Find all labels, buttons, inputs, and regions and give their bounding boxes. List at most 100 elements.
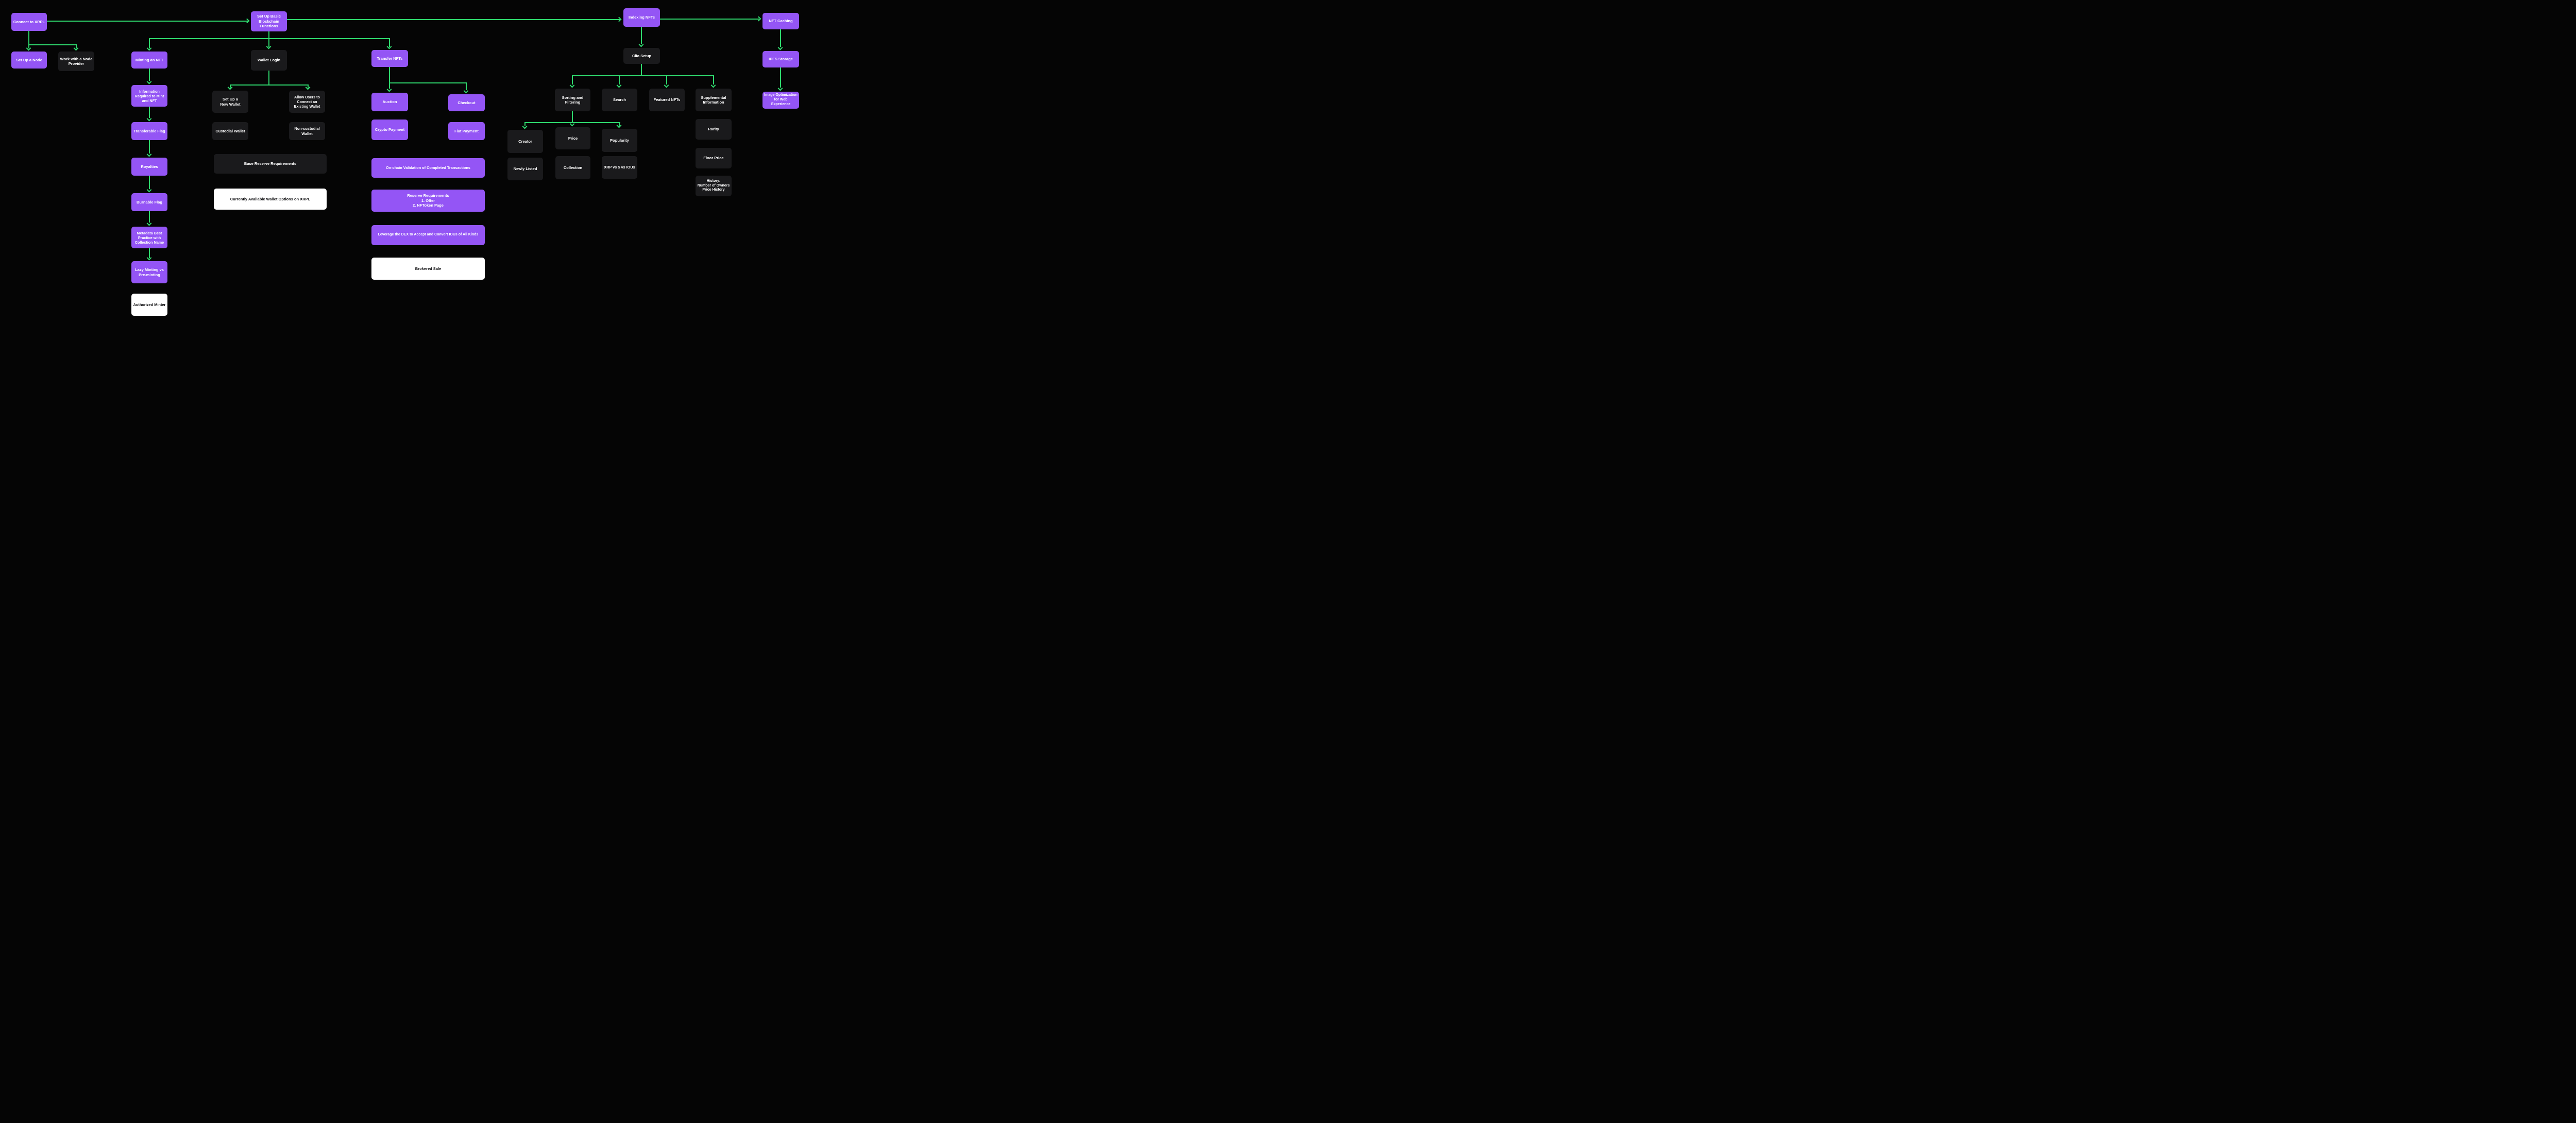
node-minting-an-nft: Minting an NFT [131,52,167,69]
connector-line [389,67,390,83]
node-indexing-nfts: Indexing NFTs [623,8,660,27]
node-burnable-flag: Burnable Flag [131,193,167,211]
flowchart-canvas: Connect to XRPL Set Up Basic Blockchain F… [0,0,808,326]
arrowhead-right-icon [244,18,250,24]
arrowhead-down-icon [146,187,152,193]
connector-line [619,122,620,126]
connector-line [149,211,150,223]
connector-line [149,69,150,81]
node-nft-caching: NFT Caching [762,13,799,29]
arrowhead-down-icon [146,255,152,261]
node-information-required-to-mint-and-nft: Information Required to Mint and NFT [131,85,167,107]
node-transfer-nfts: Transfer NFTs [371,50,408,67]
connector-line [268,31,269,39]
node-work-with-a-node-provider: Work with a Node Provider [58,52,94,71]
connector-line [780,29,781,47]
node-fiat-payment: Fiat Payment [448,122,485,140]
node-reserve-requirements: Reserve Requirements 1. Offer 2. NFToken… [371,190,485,212]
connector-line [619,75,620,84]
connector-line [713,75,714,84]
connector-line [28,44,77,45]
connector-line [149,38,150,48]
node-royalties: Royalties [131,158,167,176]
node-transferable-flag: Transferable Flag [131,122,167,140]
node-creator: Creator [507,130,543,153]
arrowhead-down-icon [777,86,783,91]
arrowhead-down-icon [386,44,392,49]
node-price: Price [555,127,590,149]
arrowhead-down-icon [73,45,79,51]
connector-line [28,44,29,48]
node-popularity: Popularity [602,129,637,152]
connector-line [780,67,781,88]
node-newly-listed: Newly Listed [507,158,543,180]
connector-line [641,27,642,44]
node-floor-price: Floor Price [696,148,732,168]
arrowhead-down-icon [146,116,152,122]
arrowhead-right-icon [616,16,622,22]
connector-line [524,122,526,126]
node-leverage-the-dex: Leverage the DEX to Accept and Convert I… [371,225,485,245]
connector-line [524,122,620,123]
node-authorized-minter: Authorized Minter [131,294,167,316]
connector-line [149,107,150,118]
arrowhead-down-icon [386,87,392,92]
arrowhead-down-icon [146,45,152,51]
arrowhead-down-icon [522,124,528,129]
arrowhead-right-icon [756,16,761,22]
node-custodial-wallet: Custodial Wallet [212,122,248,140]
node-history-number-of-owners-price-history: History: Number of Owners Price History [696,176,732,196]
node-base-reserve-requirements: Base Reserve Requirements [214,154,327,174]
connector-line [76,44,77,48]
connector-line [660,19,759,20]
connector-line [666,75,667,84]
node-currently-available-wallet-options-on-xrpl: Currently Available Wallet Options on XR… [214,189,327,210]
node-checkout: Checkout [448,94,485,111]
node-xrp-vs-usd-vs-ious: XRP vs $ vs IOUs [602,156,637,179]
node-allow-users-to-connect-an-existing-wallet: Allow Users to Connect an Existing Walle… [289,91,325,113]
connector-line [389,82,390,89]
node-set-up-a-node: Set Up a Node [11,52,47,69]
arrowhead-down-icon [616,123,622,128]
node-supplemental-information: Supplemental Information [696,89,732,111]
node-non-custodial-wallet: Non-custodial Wallet [289,122,325,140]
arrowhead-down-icon [146,220,152,226]
node-set-up-basic-blockchain-functions: Set Up Basic Blockchain Functions [251,11,287,31]
connector-line [47,21,249,22]
node-ipfs-storage: IPFS Storage [762,51,799,67]
arrowhead-down-icon [26,45,31,51]
connector-line [149,248,150,258]
arrowhead-down-icon [569,82,575,88]
node-crypto-payment: Crypto Payment [371,120,408,140]
connector-line [149,38,390,39]
node-connect-to-xrpl: Connect to XRPL [11,13,47,31]
node-auction: Auction [371,93,408,111]
connector-line [230,84,309,86]
arrowhead-down-icon [227,84,233,90]
arrowhead-down-icon [305,84,311,90]
connector-line [572,75,714,76]
arrowhead-down-icon [710,82,716,88]
arrowhead-down-icon [266,44,272,49]
connector-line [389,82,467,83]
node-wallet-login: Wallet Login [251,50,287,71]
arrowhead-down-icon [638,42,644,47]
arrowhead-down-icon [146,151,152,157]
connector-line [287,19,621,20]
node-featured-nfts: Featured NFTs [649,89,685,111]
connector-line [641,64,642,76]
node-clio-setup: Clio Setup [623,48,660,64]
connector-line [572,75,573,84]
node-collection: Collection [555,156,590,179]
node-brokered-sale: Brokered Sale [371,258,485,280]
node-on-chain-validation-of-completed-transactions: On-chain Validation of Completed Transac… [371,158,485,178]
connector-line [389,38,390,47]
connector-line [466,82,467,90]
connector-line [572,111,573,123]
node-sorting-and-filtering: Sorting and Filtering [555,89,590,111]
arrowhead-down-icon [463,88,469,94]
node-set-up-a-new-wallet: Set Up a New Wallet [212,91,248,113]
node-metadata-best-practice-with-collection-name: Metadata Best Practice with Collection N… [131,227,167,248]
node-image-optimization-for-web-experience: Image Optimization for Web Experience [762,92,799,109]
node-rarity: Rarity [696,119,732,140]
